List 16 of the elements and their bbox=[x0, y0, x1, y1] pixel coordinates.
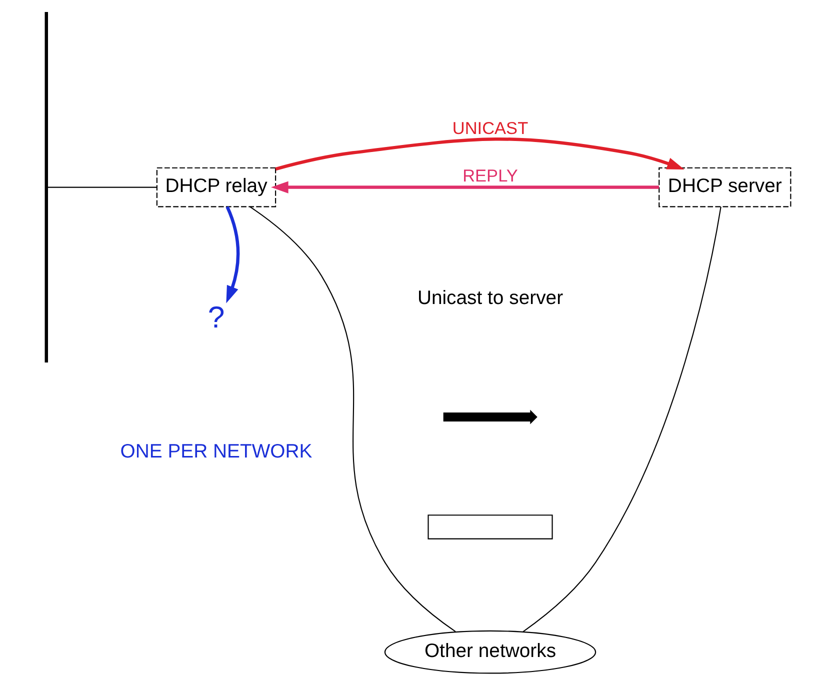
label: Unicast to server bbox=[416, 287, 563, 310]
arrow bbox=[270, 181, 658, 194]
node-box: DHCP relay bbox=[156, 167, 276, 208]
node-text: ? bbox=[207, 301, 224, 334]
node-box: DHCP server bbox=[658, 167, 791, 208]
node-bar bbox=[44, 12, 48, 363]
arrow bbox=[274, 138, 684, 171]
edge-label: UNICAST bbox=[452, 118, 528, 138]
arrow bbox=[225, 206, 240, 304]
connector bbox=[47, 186, 156, 188]
connector bbox=[522, 206, 721, 632]
connector bbox=[249, 206, 456, 632]
edge-label: REPLY bbox=[462, 166, 518, 186]
node-ellipse: Other networks bbox=[384, 630, 596, 674]
node-box bbox=[427, 514, 552, 540]
label: ONE PER NETWORK bbox=[120, 440, 312, 462]
